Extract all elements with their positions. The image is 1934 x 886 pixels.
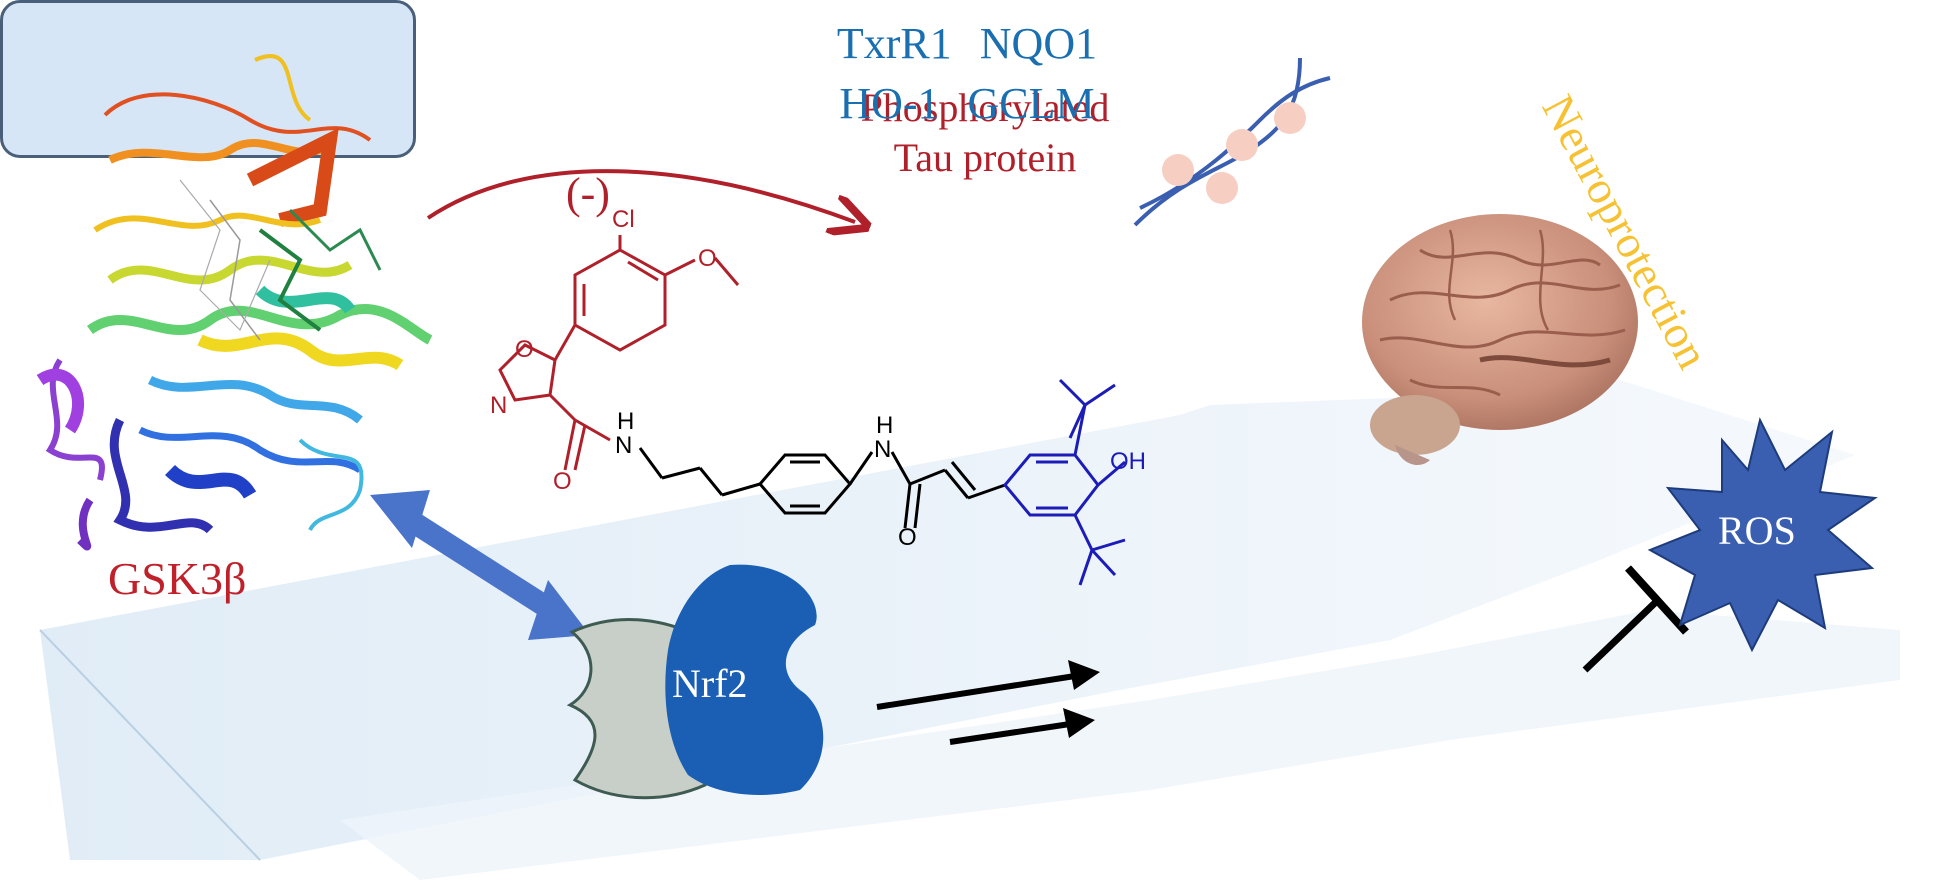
band-edge	[39, 629, 261, 861]
atom-o-carbonyl: O	[898, 524, 917, 551]
inhibition-label: (-)	[566, 169, 610, 218]
atom-n-oxazole: N	[490, 392, 508, 419]
gene-row-1: TxrR1 NQO1	[0, 18, 1934, 69]
tau-label-line2: Tau protein	[893, 135, 1077, 180]
tau-label-line1: Phosphorylated	[860, 85, 1110, 130]
gsk3b-nrf2-interaction-arrow	[370, 490, 590, 640]
molecule-red-fragment	[498, 235, 740, 471]
tau-protein-filament	[1133, 57, 1331, 227]
pathway-band-upper	[40, 348, 1855, 860]
atom-cl: Cl	[612, 206, 635, 233]
atom-o-oxazole: O	[515, 336, 534, 363]
pathway-band-lower	[340, 610, 1900, 880]
gene-row-2: HO-1 GCLM	[0, 78, 1934, 129]
ros-star	[1647, 417, 1878, 653]
atom-h-anilide: H	[876, 412, 894, 439]
atom-n-amide: N	[615, 432, 633, 459]
gene-ho1: HO-1	[839, 79, 940, 128]
molecule-blue-fragment	[1003, 378, 1126, 586]
activation-arrows	[876, 660, 1100, 745]
tau-protein-label: Phosphorylated Tau protein	[835, 83, 1135, 183]
atom-o-amide: O	[553, 468, 572, 495]
brain-image	[1362, 214, 1638, 465]
atom-oh: OH	[1110, 448, 1146, 475]
gsk3b-protein-structure	[36, 54, 433, 551]
nrf2-label: Nrf2	[672, 661, 748, 706]
atom-n-anilide: N	[874, 436, 892, 463]
inhibition-arc-arrow	[426, 169, 855, 222]
target-genes-box: TxrR1 NQO1 HO-1 GCLM	[0, 0, 1097, 158]
atom-h-amide: H	[617, 408, 635, 435]
molecule-black-linker	[638, 447, 1006, 529]
ros-label: ROS	[1718, 508, 1796, 553]
gene-txrr1: TxrR1	[836, 19, 952, 68]
gene-nqo1: NQO1	[979, 19, 1098, 68]
ros-inhibition-bar	[1582, 565, 1689, 673]
nrf2-shape	[665, 564, 824, 795]
atom-o-methoxy: O	[698, 245, 717, 272]
gene-gclm: GCLM	[967, 79, 1095, 128]
gsk3b-label: GSK3β	[108, 553, 247, 604]
